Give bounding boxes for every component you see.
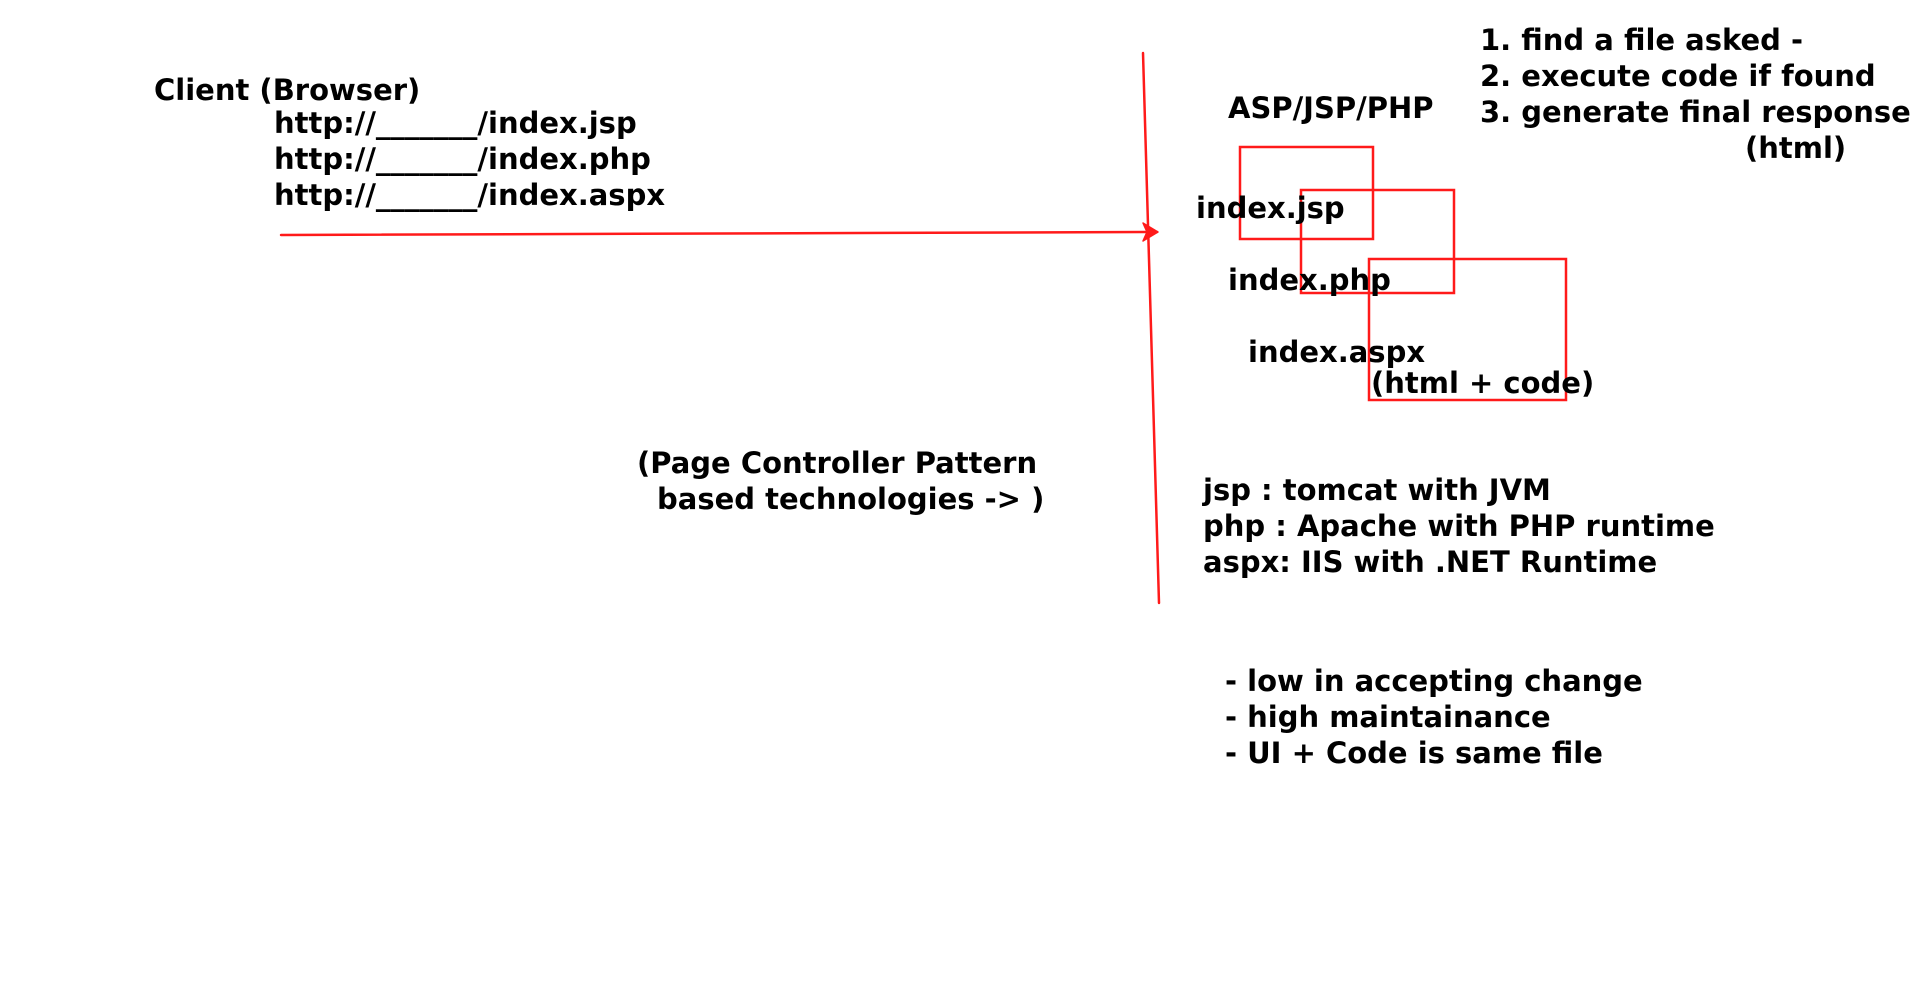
server-tech-label: ASP/JSP/PHP <box>1228 91 1434 125</box>
drawback-2: - high maintainance <box>1225 700 1551 734</box>
server-file-aspx: index.aspx <box>1248 335 1426 369</box>
client-server-divider <box>1141 51 1161 605</box>
client-url-php: http://_______/index.php <box>274 142 651 176</box>
runtime-php: php : Apache with PHP runtime <box>1203 509 1715 543</box>
pattern-note-line-2: based technologies -> ) <box>657 482 1045 516</box>
pattern-note-line-1: (Page Controller Pattern <box>637 446 1038 480</box>
server-step-3-output: (html) <box>1745 131 1847 165</box>
server-step-3: 3. generate final response <box>1480 95 1911 129</box>
runtime-jsp: jsp : tomcat with JVM <box>1203 473 1551 507</box>
drawback-1: - low in accepting change <box>1225 664 1643 698</box>
server-step-1: 1. find a file asked - <box>1480 23 1804 57</box>
aspx-file-box <box>1367 257 1568 402</box>
request-arrowhead <box>1142 222 1159 242</box>
file-contents-note: (html + code) <box>1371 366 1595 400</box>
server-file-jsp: index.jsp <box>1196 191 1345 225</box>
request-arrow-line <box>279 230 1159 237</box>
client-url-jsp: http://_______/index.jsp <box>274 106 637 140</box>
server-step-2: 2. execute code if found <box>1480 59 1876 93</box>
client-title: Client (Browser) <box>154 73 421 107</box>
client-url-aspx: http://_______/index.aspx <box>274 178 666 212</box>
runtime-aspx: aspx: IIS with .NET Runtime <box>1203 545 1658 579</box>
jsp-file-box <box>1238 145 1375 241</box>
php-file-box <box>1299 188 1456 295</box>
drawback-3: - UI + Code is same file <box>1225 736 1603 770</box>
server-file-php: index.php <box>1228 263 1391 297</box>
